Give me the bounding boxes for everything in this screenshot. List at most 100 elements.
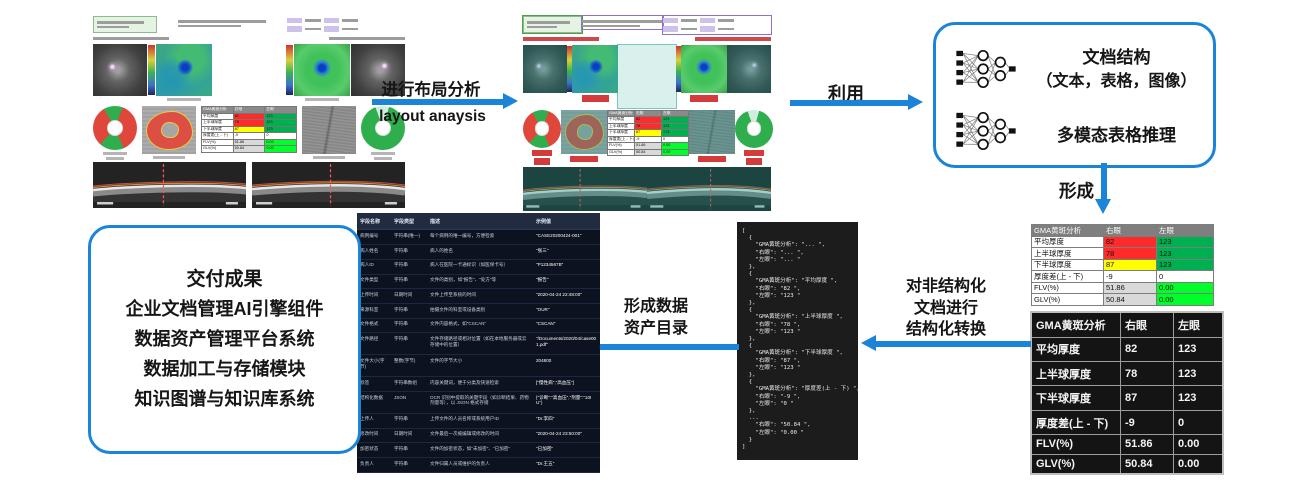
text-placeholder bbox=[312, 156, 346, 159]
layout-analysis-label-en: layout anaysis bbox=[379, 108, 486, 125]
oct-bscan-left bbox=[93, 162, 246, 208]
text-placeholder bbox=[370, 152, 396, 155]
text-placeholder bbox=[523, 37, 599, 41]
catalog-row: 病例编号字符串(唯一)每个病例的唯一编号，方便检索"CASE20200424-0… bbox=[357, 229, 600, 246]
text-placeholder bbox=[717, 19, 734, 22]
multimodal-table-reasoning-label: 多模态表格推理 bbox=[1057, 126, 1176, 145]
model-capability-box: 文档结构 （文本，表格，图像） 多模态表格推理 bbox=[933, 22, 1216, 168]
patient-info-box bbox=[521, 15, 584, 34]
text-placeholder bbox=[680, 27, 697, 30]
neural-network-icon bbox=[956, 49, 1016, 89]
exam-info-placeholder bbox=[581, 15, 664, 30]
deliverable-item: 数据资产管理平台系统 bbox=[134, 328, 315, 349]
gma-header-row: GMA黄斑分析右眼左眼 bbox=[1030, 311, 1224, 338]
catalog-row: 上传时间日期时间文件上传至系统的时间"2020-04-24 22:48:00" bbox=[357, 288, 600, 305]
text-placeholder bbox=[324, 17, 339, 23]
text-placeholder bbox=[662, 17, 678, 23]
catalog-row: 上传人字符串上传文件的人员名称或系统用户ID"Dr.李四" bbox=[357, 413, 600, 429]
text-placeholder bbox=[167, 97, 201, 101]
text-placeholder bbox=[531, 149, 553, 156]
color-scale-bar bbox=[567, 46, 573, 92]
deliverables-title: 交付成果 bbox=[186, 268, 263, 290]
deliverable-item: 数据加工与存储模块 bbox=[143, 358, 306, 379]
catalog-row: 病人姓名字符串病人的姓名"张三" bbox=[357, 244, 600, 260]
color-scale-bar bbox=[675, 46, 681, 92]
text-placeholder bbox=[102, 152, 128, 155]
exam-info-placeholder bbox=[178, 16, 266, 29]
doc-structure-sublabel: （文本，表格，图像） bbox=[1036, 73, 1197, 90]
color-scale-bar bbox=[286, 44, 293, 95]
structuring-arrowhead bbox=[861, 335, 876, 351]
measurement-info-placeholder bbox=[287, 16, 405, 34]
doc-structure-label: 文档结构 bbox=[1082, 48, 1151, 67]
deliverables-box: 交付成果 企业文档管理AI引擎组件 数据资产管理平台系统 数据加工与存储模块 知… bbox=[88, 225, 361, 454]
report-header bbox=[521, 15, 773, 35]
fundus-image-right bbox=[351, 43, 405, 96]
catalog-row: 文件类型字符串文件的类别，如"报告"、"处方"等"报告" bbox=[357, 274, 600, 290]
deliverable-item: 知识图谱与知识库系统 bbox=[134, 388, 315, 409]
catalog-row: 加密状态字符串文件的加密状态，如"未加密"、"已加密""已加密" bbox=[357, 442, 600, 459]
probability-legend bbox=[617, 44, 677, 109]
text-placeholder bbox=[534, 158, 550, 165]
text-placeholder bbox=[287, 17, 302, 23]
text-placeholder bbox=[305, 19, 321, 22]
catalog-arrow bbox=[593, 344, 739, 350]
text-placeholder bbox=[305, 97, 339, 101]
deviation-map bbox=[561, 109, 607, 154]
report-header bbox=[93, 16, 405, 34]
form-arrow bbox=[1101, 163, 1107, 200]
structuring-arrow bbox=[876, 341, 1031, 347]
text-placeholder bbox=[329, 37, 405, 40]
text-placeholder bbox=[570, 155, 598, 162]
text-placeholder bbox=[305, 27, 321, 30]
text-placeholder bbox=[178, 20, 266, 23]
en-face-image bbox=[302, 106, 356, 154]
thickness-heatmap-left bbox=[572, 45, 619, 93]
report-row-1 bbox=[93, 43, 405, 104]
deliverable-item: 企业文档管理AI引擎组件 bbox=[125, 298, 324, 319]
fundus-image-left bbox=[523, 45, 567, 93]
text-placeholder bbox=[662, 26, 678, 32]
form-arrowhead bbox=[1095, 199, 1111, 214]
text-placeholder bbox=[582, 20, 663, 23]
text-placeholder bbox=[106, 157, 124, 160]
scan-date-row bbox=[523, 35, 771, 43]
catalog-header-row: 字段名称字段类型描述示例值 bbox=[357, 213, 600, 231]
oct-bscan-right bbox=[647, 166, 771, 211]
measurement-info-placeholder bbox=[661, 15, 773, 35]
text-placeholder bbox=[582, 24, 641, 27]
gma-header-row: GMA黄斑分析右眼左眼 bbox=[201, 106, 297, 114]
color-scale-bar bbox=[148, 44, 155, 95]
oct-bscan-left bbox=[523, 166, 647, 211]
catalog-row: 修改时间日期时间文件最后一次被编辑或修改的时间"2020-04-24 23:50… bbox=[357, 428, 600, 444]
gma-header-row: GMA黄斑分析右眼左眼 bbox=[1031, 224, 1214, 237]
fundus-image-right bbox=[726, 45, 771, 93]
text-placeholder bbox=[152, 156, 186, 159]
sector-ring-chart-right bbox=[735, 109, 773, 148]
sector-ring-chart-left bbox=[93, 106, 137, 150]
thickness-heatmap-right bbox=[680, 45, 727, 93]
text-placeholder bbox=[97, 21, 145, 24]
text-placeholder bbox=[717, 27, 734, 30]
probability-legend bbox=[213, 43, 285, 104]
text-placeholder bbox=[581, 95, 610, 102]
